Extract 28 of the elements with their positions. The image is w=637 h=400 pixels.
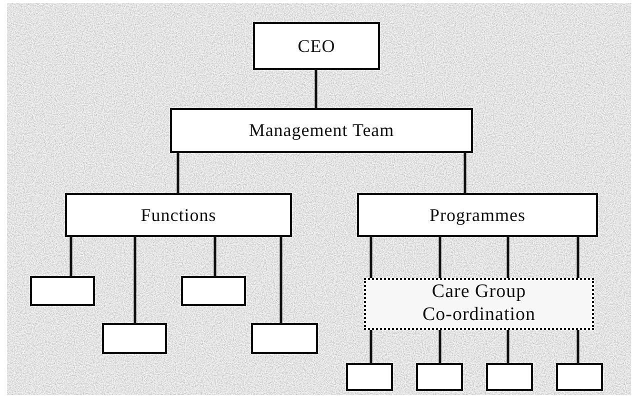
connector-line [314, 70, 318, 108]
empty-box [102, 323, 167, 354]
connector-line [438, 330, 442, 363]
empty-box [30, 276, 95, 306]
connector-line [506, 237, 510, 278]
empty-box [346, 363, 393, 391]
empty-box [181, 276, 246, 306]
connector-line [506, 330, 510, 363]
connector-line [370, 237, 372, 278]
connector-line [214, 237, 216, 276]
org-unit-box: Management Team [170, 108, 473, 153]
connector-line [280, 237, 282, 323]
connector-line [464, 153, 466, 193]
connector-line [134, 237, 136, 323]
org-unit-box: Functions [65, 193, 292, 237]
connector-line [70, 237, 72, 276]
connector-line [438, 237, 442, 278]
empty-box [556, 363, 603, 391]
connector-line [176, 153, 180, 193]
connector-line [370, 330, 372, 363]
org-unit-box: CEO [253, 22, 380, 70]
empty-box [416, 363, 463, 391]
empty-box [486, 363, 533, 391]
dotted-group-box: Care Group Co-ordination [364, 278, 594, 330]
empty-box [251, 323, 318, 354]
connector-line [576, 237, 580, 278]
org-unit-box: Programmes [357, 193, 598, 237]
connector-line [576, 330, 580, 363]
